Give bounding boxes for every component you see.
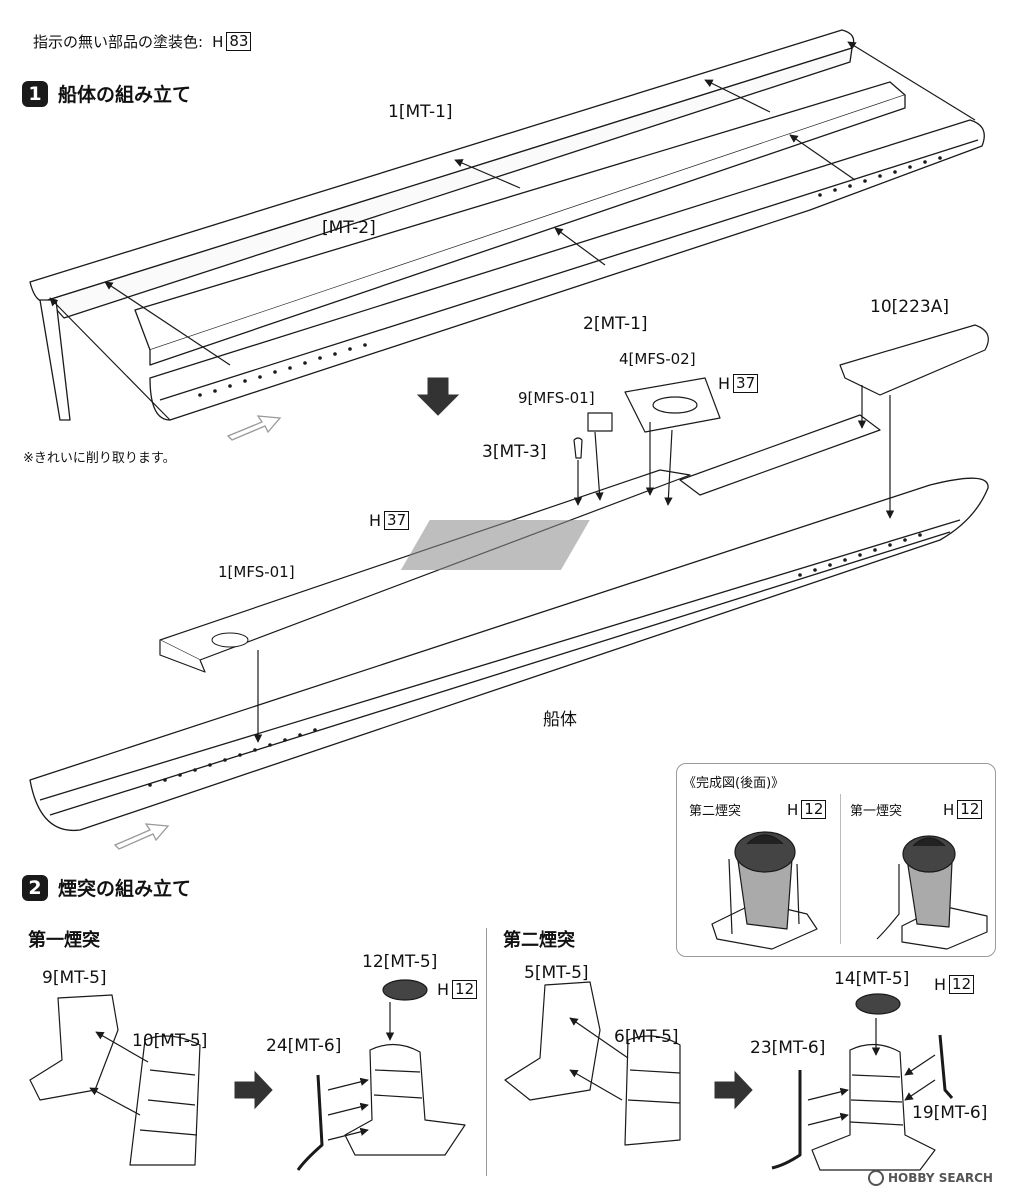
paint-h37-a-code: 37: [733, 374, 759, 393]
label-2-mt1: 2[MT-1]: [583, 314, 648, 334]
label-23-mt6: 23[MT-6]: [750, 1038, 826, 1058]
part-19-mt6: [938, 1034, 954, 1099]
label-14-mt5: 14[MT-5]: [834, 969, 910, 989]
paint-h37-a: H 37: [718, 374, 759, 393]
label-24-mt6: 24[MT-6]: [266, 1036, 342, 1056]
deck-plate-mfs01: [679, 414, 881, 496]
second-funnel-paint-prefix: H: [934, 975, 947, 994]
part-mfs01-small: [587, 412, 613, 432]
complete-view-panel: 《完成図(後面)》 第二煙突 H 12 第一煙突 H 12: [676, 763, 996, 957]
part-mt3: [573, 437, 583, 459]
complete-paint-b-code: 12: [957, 800, 983, 819]
part-6-mt5: [624, 1035, 681, 1146]
second-funnel-paint: H 12: [934, 975, 975, 994]
hull-assembled: [29, 477, 989, 832]
first-funnel-paint: H 12: [437, 980, 478, 999]
part-10-mt5: [129, 1035, 201, 1166]
part-24-mt6: [296, 1074, 324, 1171]
direction-arrow-1: [226, 415, 282, 441]
step2-number: 2: [22, 874, 48, 901]
part-12-mt5: [382, 979, 428, 1001]
paint-note-text: 指示の無い部品の塗装色:: [33, 33, 204, 51]
label-9-mt5: 9[MT-5]: [42, 968, 107, 988]
paint-h37-a-prefix: H: [718, 374, 731, 393]
deck-223a: [839, 324, 989, 396]
part-5-mt5: [504, 981, 601, 1101]
watermark-icon: [868, 1170, 884, 1186]
label-10-mt5: 10[MT-5]: [132, 1031, 208, 1051]
deck-texture: [400, 520, 590, 570]
step2-heading: 2 煙突の組み立て: [22, 874, 191, 901]
label-6-mt5: 6[MT-5]: [614, 1027, 679, 1047]
label-9-mfs01: 9[MFS-01]: [518, 389, 595, 407]
first-funnel-paint-prefix: H: [437, 980, 450, 999]
label-19-mt6: 19[MT-6]: [912, 1103, 988, 1123]
label-4-mfs02: 4[MFS-02]: [619, 350, 696, 368]
complete-view-title: 《完成図(後面)》: [683, 776, 785, 791]
complete-funnels-drawing: [711, 831, 988, 950]
complete-first-funnel-label: 第一煙突: [850, 804, 903, 819]
part-14-mt5: [855, 993, 901, 1015]
step1-heading: 1 船体の組み立て: [22, 80, 191, 107]
label-1-mfs01: 1[MFS-01]: [218, 563, 295, 581]
paint-code-box: 83: [226, 32, 252, 51]
label-10-223a: 10[223A]: [870, 297, 949, 317]
hull-assembled-portholes: [148, 533, 922, 787]
first-funnel-heading: 第一煙突: [28, 930, 100, 951]
paint-h37-b: H 37: [369, 511, 410, 530]
assembled-second-funnel: [811, 1043, 936, 1171]
label-1-mt1: 1[MT-1]: [388, 102, 453, 122]
first-funnel-paint-code: 12: [452, 980, 478, 999]
label-12-mt5: 12[MT-5]: [362, 952, 438, 972]
watermark: HOBBY SEARCH: [868, 1170, 993, 1186]
label-hull: 船体: [543, 710, 577, 730]
paint-h37-b-code: 37: [384, 511, 410, 530]
down-arrow-1: [416, 377, 460, 416]
step1-number: 1: [22, 80, 48, 107]
hull-portholes: [198, 156, 942, 397]
step2-divider: [486, 928, 487, 1176]
step1-title: 船体の組み立て: [58, 84, 192, 106]
part-9-mt5: [29, 994, 119, 1101]
direction-arrow-2: [113, 823, 170, 850]
label-3-mt3: 3[MT-3]: [482, 442, 547, 462]
complete-paint-a: H 12: [787, 800, 827, 819]
complete-divider: [840, 794, 841, 944]
step2-next-arrow-1: [234, 1070, 273, 1110]
watermark-text: HOBBY SEARCH: [888, 1171, 993, 1185]
complete-paint-b: H 12: [943, 800, 983, 819]
step2-title: 煙突の組み立て: [58, 878, 192, 900]
second-funnel-paint-code: 12: [949, 975, 975, 994]
step2-next-arrow-2: [714, 1070, 753, 1110]
paint-prefix: H: [212, 32, 224, 51]
part-23-mt6: [771, 1070, 802, 1170]
hull-upper-side: [47, 47, 853, 319]
complete-paint-a-code: 12: [801, 800, 827, 819]
complete-paint-a-prefix: H: [787, 800, 799, 819]
label-mt2: [MT-2]: [322, 218, 376, 238]
paint-note: 指示の無い部品の塗装色: H 83: [33, 31, 252, 52]
trim-note: ※きれいに削り取ります。: [23, 451, 176, 466]
step2-diagram: [29, 979, 954, 1171]
assembled-first-funnel: [344, 1043, 466, 1156]
paint-h37-b-prefix: H: [369, 511, 382, 530]
step1-diagram: [29, 29, 989, 850]
complete-second-funnel-label: 第二煙突: [689, 804, 742, 819]
second-funnel-heading: 第二煙突: [503, 930, 575, 951]
label-5-mt5: 5[MT-5]: [524, 963, 589, 983]
complete-paint-b-prefix: H: [943, 800, 955, 819]
